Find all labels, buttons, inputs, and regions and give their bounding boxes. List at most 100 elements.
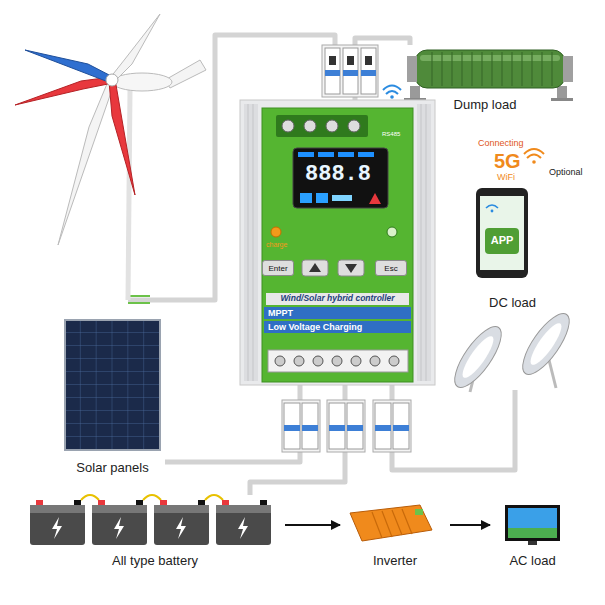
button-label: Enter: [263, 261, 293, 277]
smartphone: [480, 196, 524, 270]
battery-symbol: [30, 495, 271, 545]
arrow-button: [345, 264, 357, 273]
street-lamp: [526, 320, 566, 369]
circuit-breaker: [347, 56, 354, 65]
wifi-symbol: [386, 91, 398, 94]
tv-symbol: [508, 528, 557, 538]
circuit-breaker: [329, 403, 345, 449]
status-icon: [387, 227, 397, 237]
battery-symbol: [260, 500, 267, 505]
tv-symbol: [528, 541, 537, 545]
arrow-button: [338, 260, 364, 276]
battery-symbol: [74, 500, 81, 505]
circuit-breaker: [322, 45, 378, 97]
inverter-symbol: [350, 505, 432, 541]
resistor-symbol: [551, 98, 573, 101]
lcd-display: [293, 148, 388, 208]
controller-housing: [276, 115, 368, 137]
battery-symbol: [36, 500, 43, 505]
wifi-symbol: [383, 86, 401, 99]
solar-panel: [65, 320, 160, 450]
battery-symbol: [30, 505, 85, 545]
lcd-display: [316, 193, 328, 203]
wind-turbine: [58, 79, 115, 245]
node-label: AC load: [490, 553, 575, 570]
street-lamp: [447, 320, 510, 394]
wifi-symbol: [383, 86, 401, 91]
wifi-caption: WiFi: [497, 173, 515, 183]
terminal-strip: [389, 356, 399, 366]
wind-turbine: [15, 77, 113, 105]
street-lamp: [515, 307, 578, 381]
wind-turbine: [109, 79, 135, 195]
wifi-symbol: [524, 149, 544, 154]
circuit-breaker: [282, 400, 320, 452]
phone-app-box: APP: [476, 188, 528, 278]
circuit-breaker: [361, 70, 376, 76]
controller-housing: [304, 120, 316, 132]
node-label: Low Voltage Charging: [264, 321, 411, 333]
circuit-breaker: [393, 425, 409, 431]
wifi-symbol: [527, 155, 541, 159]
ac-load-box: AC load: [490, 500, 575, 572]
circuit-breaker: [347, 403, 363, 449]
resistor-symbol: [407, 56, 417, 82]
street-lamp: [447, 307, 578, 394]
circuit-breaker: [343, 70, 358, 76]
controller-housing: [282, 120, 294, 132]
resistor-symbol: [415, 50, 565, 88]
dc-load-box: DC load: [445, 295, 580, 390]
inverter-symbol: [350, 505, 432, 541]
lcd-display: [300, 193, 312, 203]
terminal-strip: [370, 356, 380, 366]
battery-symbol: [160, 500, 167, 505]
circuit-breaker: [325, 48, 340, 94]
inverter-symbol: [415, 509, 423, 515]
circuit-breaker: [322, 45, 378, 97]
inverter-symbol: [372, 509, 412, 538]
battery-symbol: [216, 505, 271, 545]
terminal-strip: [268, 350, 408, 372]
inverter-box: Inverter: [340, 500, 450, 572]
resistor-symbol: [420, 55, 560, 61]
circuit-breaker: [365, 56, 372, 65]
circuit-breaker: [343, 48, 358, 94]
circuit-breaker: [393, 403, 409, 449]
battery-symbol: [92, 505, 147, 545]
controller-housing: [240, 100, 435, 385]
node-label: MPPT: [264, 307, 411, 319]
node-label: Inverter: [340, 553, 450, 570]
battery-symbol: [198, 500, 205, 505]
circuit-breaker: [347, 425, 363, 431]
battery-symbol: [238, 517, 248, 539]
wind-turbine: [110, 14, 160, 82]
terminal-strip: [313, 356, 323, 366]
controller-housing: [348, 120, 360, 132]
battery-symbol: [176, 517, 186, 539]
battery-symbol: [30, 505, 85, 513]
node-label: APP: [476, 233, 528, 248]
tv-symbol: [508, 508, 557, 538]
circuit-breaker: [329, 425, 345, 431]
street-lamp: [515, 307, 578, 381]
wind-turbine: [106, 74, 118, 86]
lcd-display: [293, 148, 388, 208]
solar-panel: [65, 320, 160, 450]
battery-box: All type battery: [25, 495, 285, 572]
circuit-breaker: [327, 400, 365, 452]
circuit-breaker: [302, 403, 318, 449]
circuit-breaker: [302, 425, 318, 431]
controller-housing: [244, 104, 258, 381]
battery-symbol: [92, 505, 147, 513]
lcd-display: [338, 152, 354, 157]
wifi-symbol: [524, 149, 544, 164]
arrow-button: [302, 260, 364, 276]
street-lamp: [447, 320, 510, 394]
lcd-display: [332, 195, 352, 201]
node-label: Dump load: [395, 97, 575, 114]
turbine-wire: [128, 295, 150, 297]
node-label: All type battery: [25, 553, 285, 570]
smartphone: [476, 188, 528, 278]
controller-housing: [326, 120, 338, 132]
